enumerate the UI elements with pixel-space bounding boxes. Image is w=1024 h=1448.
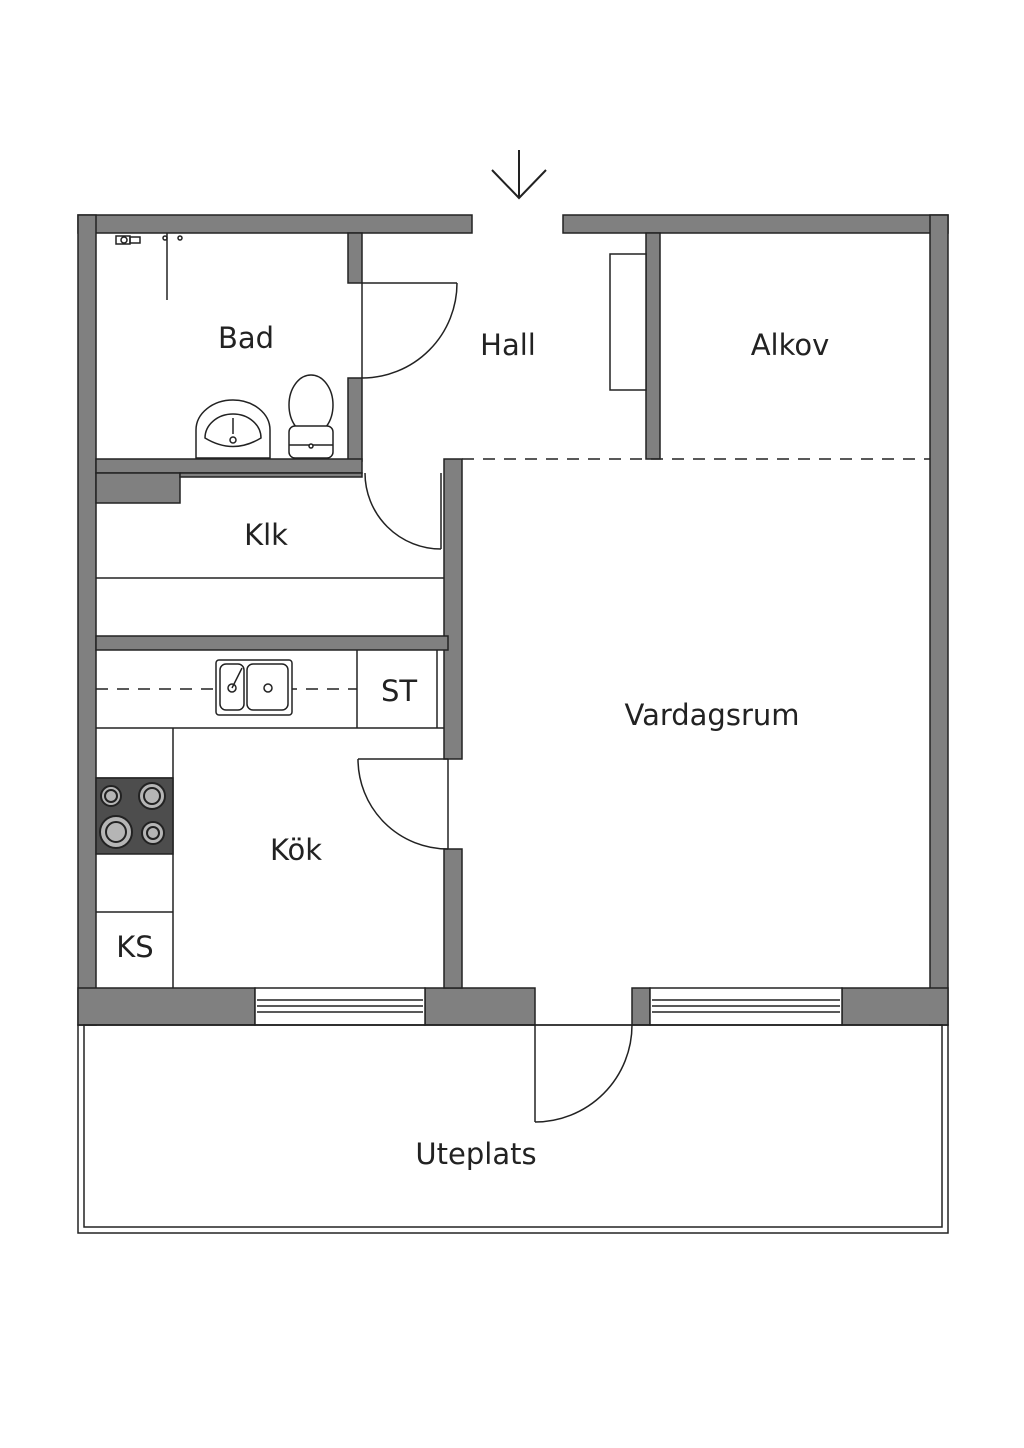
interior-walls	[95, 232, 661, 989]
washbasin-icon	[195, 399, 271, 459]
hall-alkov-wall	[645, 232, 661, 460]
uteplats-outline	[77, 1024, 949, 1234]
windows	[254, 987, 843, 1026]
room-label-kok: Kök	[270, 833, 322, 867]
sink-icon	[215, 659, 293, 716]
bottom-wall-3	[631, 987, 651, 1026]
vardagsrum-wall-upper	[443, 458, 463, 760]
room-label-vardagsrum: Vardagsrum	[624, 698, 799, 732]
bottom-wall-1	[77, 987, 256, 1026]
bottom-wall-4	[841, 987, 949, 1026]
exterior-walls	[77, 214, 949, 1026]
hall-wardrobe	[609, 253, 647, 391]
top-wall-left	[77, 214, 473, 234]
room-label-ks: KS	[116, 930, 153, 964]
left-wall	[77, 214, 97, 1026]
dashed-lines	[96, 458, 930, 690]
klk-door	[364, 472, 442, 550]
room-label-alkov: Alkov	[751, 328, 830, 362]
klk-step-wall-b	[179, 472, 363, 478]
room-label-klk: Klk	[244, 518, 288, 552]
kok-door	[357, 758, 449, 850]
doors	[357, 282, 633, 1123]
vardagsrum-wall-lower	[443, 848, 463, 989]
right-wall	[929, 214, 949, 1026]
entrance-arrow-icon	[491, 150, 547, 200]
room-label-bad: Bad	[218, 321, 274, 355]
room-label-hall: Hall	[480, 328, 536, 362]
bad-hall-wall-lower	[347, 377, 363, 462]
balcony-door	[534, 1024, 633, 1123]
toilet-icon	[288, 374, 334, 459]
bottom-wall-2	[424, 987, 536, 1026]
klk-kok-wall	[95, 635, 449, 651]
room-label-st: ST	[381, 674, 417, 708]
bad-hall-wall-upper	[347, 232, 363, 284]
top-wall-right	[562, 214, 949, 234]
bad-door	[361, 282, 458, 379]
klk-step-wall-a	[95, 472, 181, 504]
stove-icon	[95, 777, 174, 855]
room-label-uteplats: Uteplats	[415, 1137, 536, 1171]
bad-bottom-wall	[95, 458, 363, 474]
shower-icon	[115, 233, 183, 300]
